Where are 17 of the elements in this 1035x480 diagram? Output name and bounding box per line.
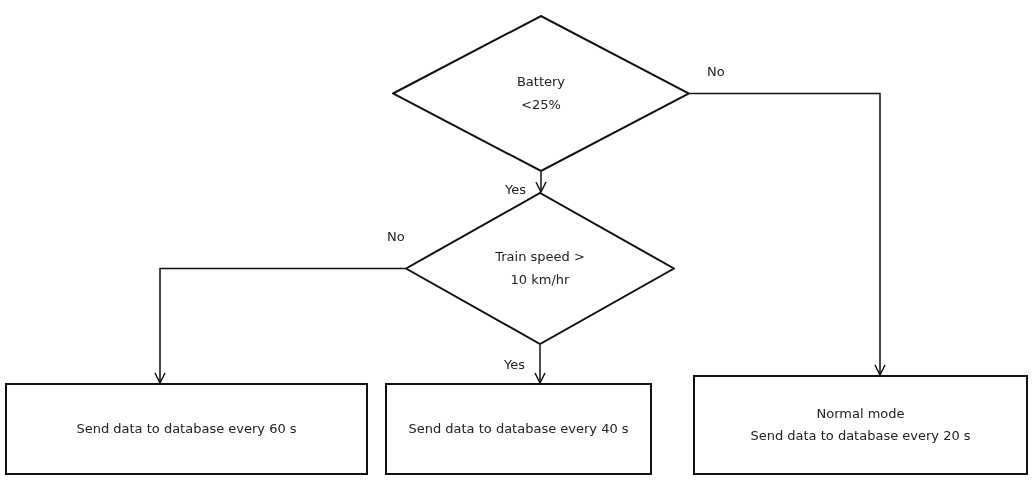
process-box [5, 383, 368, 475]
arrow [534, 344, 546, 384]
edge-label: Yes [503, 182, 528, 197]
node-text: Normal mode [816, 404, 905, 423]
decision-diamond [405, 192, 675, 345]
edge-label: Yes [502, 357, 527, 372]
arrow [535, 171, 547, 193]
node-text: Send data to database every 60 s [76, 419, 297, 438]
arrow [154, 267, 406, 384]
node-text: Battery <25% [515, 73, 567, 114]
node-text: Send data to database every 40 s [408, 419, 629, 438]
node-text: Send data to database every 20 s [750, 427, 971, 445]
process-box [693, 375, 1028, 475]
process-box [385, 383, 652, 475]
decision-diamond [392, 15, 690, 172]
node-text: Train speed > 10 km/hr [495, 248, 585, 289]
arrow [689, 92, 886, 376]
